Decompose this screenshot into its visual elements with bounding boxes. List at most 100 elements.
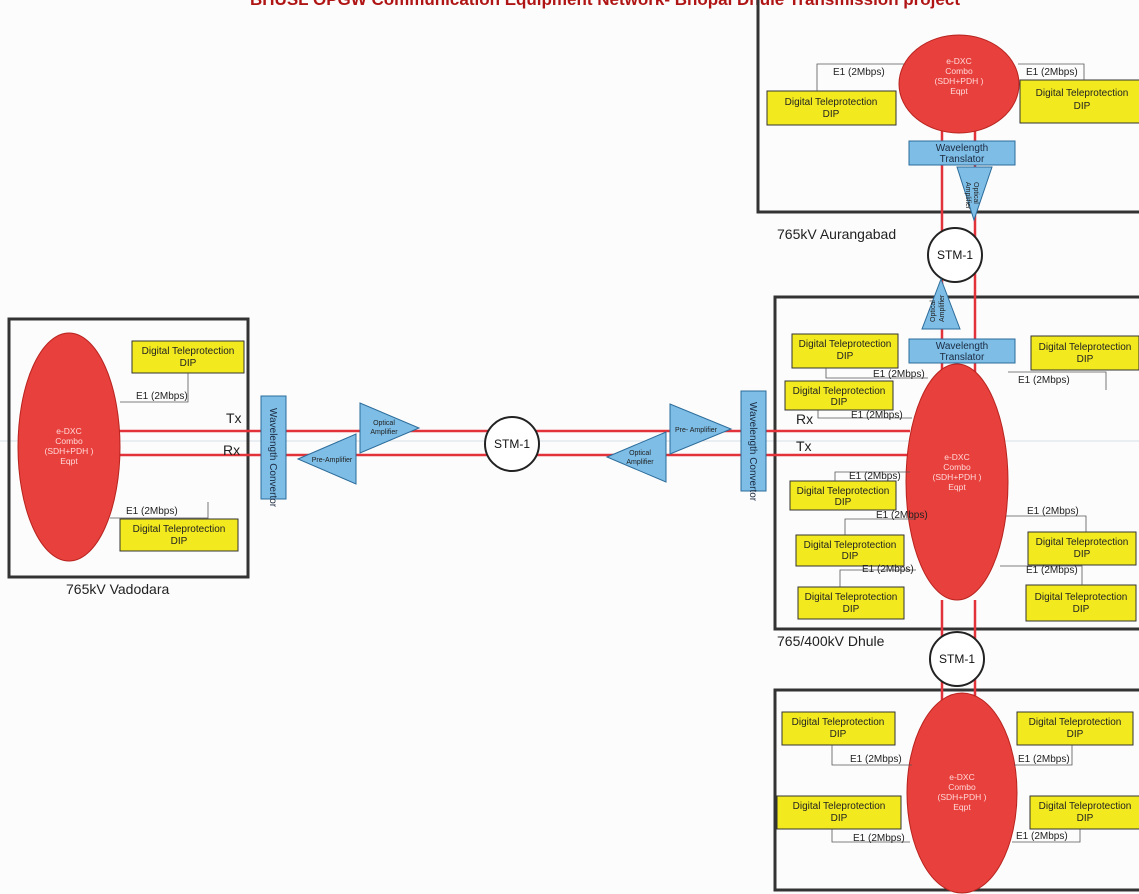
e1-label-bottom-left-1: E1 (2Mbps) xyxy=(850,754,902,765)
equipment-bottom: e-DXC Combo (SDH+PDH ) Eqpt xyxy=(906,692,1018,894)
e1-label-dhule-left-2: E1 (2Mbps) xyxy=(851,410,903,421)
tx-label-dhule: Tx xyxy=(796,438,812,454)
svg-text:Wavelength Convertor: Wavelength Convertor xyxy=(267,408,278,508)
svg-text:Combo: Combo xyxy=(55,436,83,446)
svg-text:Digital Teleprotection: Digital Teleprotection xyxy=(785,97,878,108)
dtp-dhule-left-3: Digital Teleprotection DIP xyxy=(789,480,897,511)
svg-text:Pre- Amplifier: Pre- Amplifier xyxy=(675,427,718,434)
svg-text:DIP: DIP xyxy=(1074,101,1091,112)
svg-text:(SDH+PDH ): (SDH+PDH ) xyxy=(933,472,982,482)
stm1-ring-main: STM-1 xyxy=(484,416,540,472)
svg-text:Eqpt: Eqpt xyxy=(950,86,968,96)
svg-text:DIP: DIP xyxy=(1067,729,1084,740)
svg-text:STM-1: STM-1 xyxy=(494,437,530,451)
svg-text:DIP: DIP xyxy=(830,729,847,740)
station-box-dhule xyxy=(773,295,1139,631)
stm1-ring-dhule-bhopal: STM-1 xyxy=(929,631,985,687)
svg-text:e-DXC: e-DXC xyxy=(949,772,975,782)
dtp-bottom-left-1: Digital Teleprotection DIP xyxy=(781,711,896,746)
optical-amplifier-dhule: Optical Amplifier xyxy=(921,277,961,330)
svg-text:DIP: DIP xyxy=(1073,604,1090,615)
svg-text:Digital Teleprotection: Digital Teleprotection xyxy=(793,801,886,812)
station-label-aurangabad: 765kV Aurangabad xyxy=(777,226,896,242)
svg-text:DIP: DIP xyxy=(837,351,854,362)
svg-text:Eqpt: Eqpt xyxy=(60,456,78,466)
rx-label-vadodara: Rx xyxy=(223,442,240,458)
svg-text:Digital Teleprotection: Digital Teleprotection xyxy=(799,339,892,350)
svg-text:Digital Teleprotection: Digital Teleprotection xyxy=(1035,592,1128,603)
svg-text:Combo: Combo xyxy=(945,66,973,76)
svg-text:Amplifier: Amplifier xyxy=(370,429,398,436)
dtp-aurangabad-left: Digital Teleprotection DIP xyxy=(766,90,897,126)
svg-text:(SDH+PDH ): (SDH+PDH ) xyxy=(935,76,984,86)
dtp-aurangabad-right: Digital Teleprotection DIP xyxy=(1019,79,1139,124)
svg-text:e-DXC: e-DXC xyxy=(944,452,970,462)
diagram-title: BHUSL OPGW Communication Equipment Netwo… xyxy=(250,0,960,9)
dtp-vadodara-top: Digital Teleprotection DIP xyxy=(131,340,245,374)
svg-text:Wavelength: Wavelength xyxy=(936,341,988,352)
svg-text:Wavelength Convertor: Wavelength Convertor xyxy=(747,402,758,502)
dtp-bottom-right-2: Digital Teleprotection DIP xyxy=(1029,795,1139,830)
e1-label-bottom-right-2: E1 (2Mbps) xyxy=(1016,831,1068,842)
svg-text:DIP: DIP xyxy=(1077,813,1094,824)
dtp-dhule-right-3: Digital Teleprotection DIP xyxy=(1025,584,1137,622)
optical-amplifier-aurangabad: Optical Amplifier xyxy=(956,166,993,222)
station-label-dhule: 765/400kV Dhule xyxy=(777,633,885,649)
svg-text:(SDH+PDH ): (SDH+PDH ) xyxy=(45,446,94,456)
svg-text:Combo: Combo xyxy=(948,782,976,792)
dtp-dhule-left-4: Digital Teleprotection DIP xyxy=(795,534,905,567)
svg-text:Eqpt: Eqpt xyxy=(953,802,971,812)
e1-label-dhule-left-1: E1 (2Mbps) xyxy=(873,369,925,380)
dtp-dhule-left-1: Digital Teleprotection DIP xyxy=(791,333,899,369)
svg-text:Digital Teleprotection: Digital Teleprotection xyxy=(1029,717,1122,728)
optical-amplifier-right: Optical Amplifier xyxy=(605,431,667,483)
e1-label-dhule-left-3: E1 (2Mbps) xyxy=(849,471,901,482)
dtp-vadodara-bottom: Digital Teleprotection DIP xyxy=(119,518,239,552)
rx-label-dhule: Rx xyxy=(796,411,813,427)
svg-text:DIP: DIP xyxy=(831,397,848,408)
svg-text:Optical: Optical xyxy=(972,182,979,204)
dtp-dhule-right-1: Digital Teleprotection DIP xyxy=(1030,335,1139,371)
dtp-dhule-right-2: Digital Teleprotection DIP xyxy=(1027,531,1137,566)
svg-text:Amplifier: Amplifier xyxy=(626,459,654,466)
pre-amplifier-right: Pre- Amplifier xyxy=(669,403,733,455)
tx-label-vadodara: Tx xyxy=(226,410,242,426)
e1-label-dhule-right-1: E1 (2Mbps) xyxy=(1018,375,1070,386)
svg-text:DIP: DIP xyxy=(843,604,860,615)
svg-text:Amplifier: Amplifier xyxy=(964,182,971,210)
svg-text:Digital Teleprotection: Digital Teleprotection xyxy=(797,486,890,497)
e1-label-vadodara-top: E1 (2Mbps) xyxy=(136,391,188,402)
svg-text:Amplifier: Amplifier xyxy=(939,294,946,322)
wavelength-translator-aurangabad: Wavelength Translator xyxy=(908,140,1016,166)
dtp-bottom-left-2: Digital Teleprotection DIP xyxy=(776,795,902,830)
svg-text:STM-1: STM-1 xyxy=(939,652,975,666)
svg-text:Optical: Optical xyxy=(930,300,937,322)
svg-text:DIP: DIP xyxy=(835,497,852,508)
svg-text:Digital Teleprotection: Digital Teleprotection xyxy=(792,717,885,728)
svg-text:Digital Teleprotection: Digital Teleprotection xyxy=(805,592,898,603)
wavelength-convertor-dhule: Wavelength Convertor xyxy=(740,390,767,502)
e1-label-dhule-left-4: E1 (2Mbps) xyxy=(876,510,928,521)
svg-text:Combo: Combo xyxy=(943,462,971,472)
e1-label-dhule-left-5: E1 (2Mbps) xyxy=(862,564,914,575)
svg-text:DIP: DIP xyxy=(831,813,848,824)
equipment-aurangabad: e-DXC Combo (SDH+PDH ) Eqpt xyxy=(898,34,1020,134)
svg-text:Translator: Translator xyxy=(940,352,985,363)
dtp-bottom-right-1: Digital Teleprotection DIP xyxy=(1016,711,1134,746)
e1-label-bottom-left-2: E1 (2Mbps) xyxy=(853,833,905,844)
svg-text:Digital Teleprotection: Digital Teleprotection xyxy=(1036,537,1129,548)
svg-text:DIP: DIP xyxy=(180,358,197,369)
svg-text:e-DXC: e-DXC xyxy=(946,56,972,66)
svg-text:Digital Teleprotection: Digital Teleprotection xyxy=(1039,342,1132,353)
e1-label-bottom-right-1: E1 (2Mbps) xyxy=(1018,754,1070,765)
dtp-dhule-left-2: Digital Teleprotection DIP xyxy=(784,380,894,411)
svg-text:e-DXC: e-DXC xyxy=(56,426,82,436)
svg-text:DIP: DIP xyxy=(842,551,859,562)
svg-text:Pre-Amplifier: Pre-Amplifier xyxy=(312,457,353,464)
svg-text:Digital Teleprotection: Digital Teleprotection xyxy=(133,524,226,535)
svg-text:(SDH+PDH ): (SDH+PDH ) xyxy=(938,792,987,802)
e1-label-dhule-right-2: E1 (2Mbps) xyxy=(1027,506,1079,517)
svg-text:Digital Teleprotection: Digital Teleprotection xyxy=(1039,801,1132,812)
svg-text:Digital Teleprotection: Digital Teleprotection xyxy=(804,540,897,551)
